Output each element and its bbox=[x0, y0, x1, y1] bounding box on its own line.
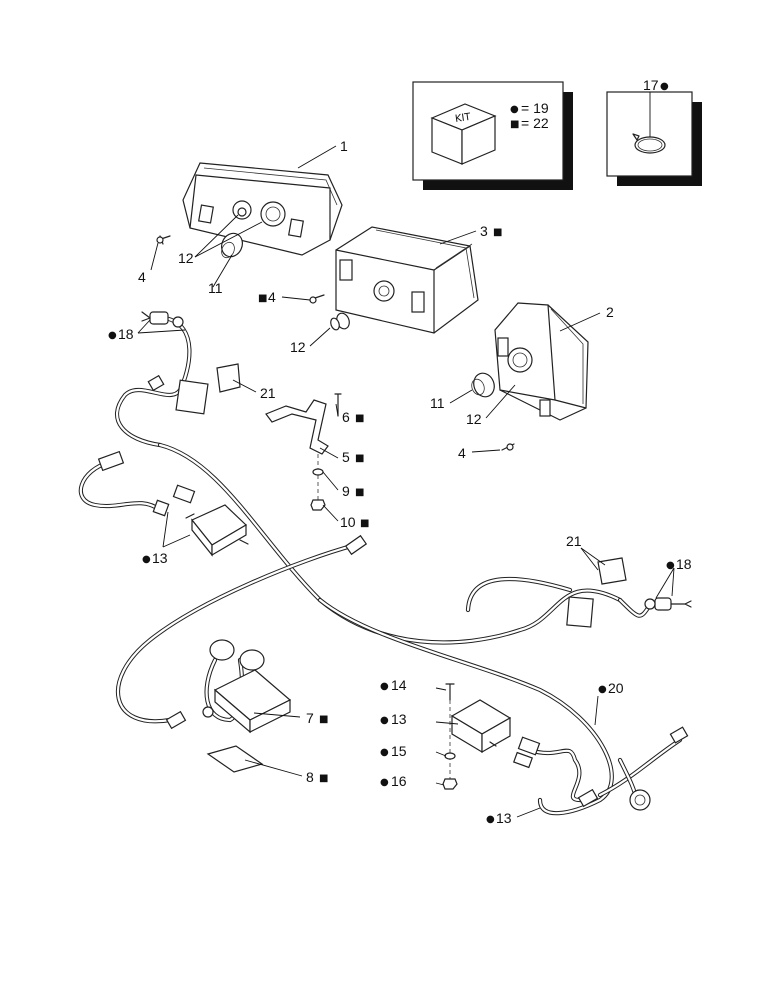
screw-4-left bbox=[156, 235, 171, 245]
callout-3: 3 bbox=[480, 223, 488, 239]
rear-lamp-3 bbox=[335, 226, 479, 334]
callout-8-symbol: ■ bbox=[319, 773, 328, 784]
callout-21-right: 21 bbox=[566, 533, 582, 549]
nut-16 bbox=[442, 778, 458, 790]
lamp-1-socket-a bbox=[260, 201, 286, 227]
kit-cube-text: KIT bbox=[454, 112, 472, 125]
splice-box-right bbox=[566, 596, 594, 628]
callout-12-left: 12 bbox=[178, 250, 194, 266]
sticker-21-left bbox=[216, 363, 241, 393]
callout-9-symbol: ■ bbox=[355, 487, 364, 498]
callout-7: 7 bbox=[306, 710, 314, 726]
kit-legend-text-1: = 19 bbox=[521, 100, 549, 116]
callout-9: 9 bbox=[342, 483, 350, 499]
screw-4-right bbox=[501, 443, 515, 451]
callout-4-center: 4 bbox=[268, 289, 276, 305]
lamp-2-socket bbox=[507, 347, 533, 373]
clamp-box: 17 ● bbox=[606, 77, 702, 186]
callout-14: 14 bbox=[391, 677, 407, 693]
washer-15 bbox=[444, 752, 456, 760]
callout-8: 8 bbox=[306, 769, 314, 785]
connector-18-left bbox=[141, 311, 184, 328]
callout-4-center-symbol: ■ bbox=[258, 293, 267, 304]
wiring-harness bbox=[78, 315, 683, 816]
lamp-1-socket-b bbox=[232, 200, 252, 220]
callout-17-label: 17 bbox=[643, 77, 659, 93]
callout-3-symbol: ■ bbox=[493, 227, 502, 238]
washer-9 bbox=[312, 468, 324, 476]
bolt-6 bbox=[334, 393, 342, 417]
rear-lamp-1 bbox=[182, 162, 343, 256]
callout-20-symbol: ● bbox=[598, 684, 607, 695]
callout-17-symbol: ● bbox=[660, 81, 669, 92]
callout-11-right: 11 bbox=[430, 395, 445, 411]
callout-1: 1 bbox=[340, 138, 348, 154]
switch-7 bbox=[202, 639, 292, 734]
callout-5-symbol: ■ bbox=[355, 453, 364, 464]
callout-15: 15 bbox=[391, 743, 407, 759]
callout-4-right: 4 bbox=[458, 445, 466, 461]
bolt-14 bbox=[445, 683, 455, 701]
bulb-11-right bbox=[471, 372, 495, 398]
callout-16: 16 bbox=[391, 773, 407, 789]
callout-15-symbol: ● bbox=[380, 747, 389, 758]
bulb-11-left bbox=[221, 232, 243, 259]
callout-11-left: 11 bbox=[208, 280, 223, 296]
relay-13-left bbox=[185, 504, 249, 557]
callout-13-left-symbol: ● bbox=[142, 554, 151, 565]
leader-lines bbox=[137, 145, 675, 818]
callout-13-center-symbol: ● bbox=[380, 715, 389, 726]
callout-10-symbol: ■ bbox=[360, 518, 369, 529]
callout-18-left-symbol: ● bbox=[108, 330, 117, 341]
callout-14-symbol: ● bbox=[380, 681, 389, 692]
callout-16-symbol: ● bbox=[380, 777, 389, 788]
callout-12-center: 12 bbox=[290, 339, 306, 355]
bracket-5 bbox=[265, 399, 329, 455]
callout-13-right-symbol: ● bbox=[486, 814, 495, 825]
callout-12-right: 12 bbox=[466, 411, 482, 427]
harness-connectors bbox=[97, 311, 692, 811]
callout-2: 2 bbox=[606, 304, 614, 320]
callout-13-center: 13 bbox=[391, 711, 407, 727]
relay-13-right bbox=[450, 699, 512, 754]
callout-21-left: 21 bbox=[260, 385, 276, 401]
callout-5: 5 bbox=[342, 449, 350, 465]
rear-lamp-2 bbox=[494, 302, 589, 421]
callout-18-right-symbol: ● bbox=[666, 560, 675, 571]
callout-6-symbol: ■ bbox=[355, 413, 364, 424]
kit-legend-symbol-1: ● bbox=[510, 104, 519, 115]
callout-10: 10 bbox=[340, 514, 356, 530]
kit-cube-icon: KIT bbox=[430, 103, 497, 165]
connector-18-right bbox=[644, 597, 692, 611]
callout-13-right: 13 bbox=[496, 810, 512, 826]
kit-legend-text-2: = 22 bbox=[521, 115, 549, 131]
callout-7-symbol: ■ bbox=[319, 714, 328, 725]
round-connector bbox=[629, 789, 651, 811]
callout-20: 20 bbox=[608, 680, 624, 696]
callout-4-left: 4 bbox=[138, 269, 146, 285]
lamp-3-socket bbox=[373, 280, 395, 302]
sticker-21-right bbox=[597, 557, 627, 585]
callout-6: 6 bbox=[342, 409, 350, 425]
screw-4-center bbox=[309, 294, 325, 304]
kit-legend-symbol-2: ■ bbox=[510, 119, 519, 130]
callout-labels: 1 2 3 ■ 4 ■ 4 4 5 ■ 6 ■ 7 ■ 8 ■ 9 ■ 10 ■… bbox=[108, 138, 692, 826]
callout-18-right: 18 bbox=[676, 556, 692, 572]
callout-18-left: 18 bbox=[118, 326, 134, 342]
splice-box-left bbox=[175, 379, 209, 415]
label-8 bbox=[206, 745, 264, 773]
bulb-12-center bbox=[330, 312, 350, 331]
callout-13-left: 13 bbox=[152, 550, 168, 566]
kit-legend-box: KIT ● = 19 ■ = 22 bbox=[412, 81, 573, 190]
nut-10 bbox=[310, 499, 326, 511]
